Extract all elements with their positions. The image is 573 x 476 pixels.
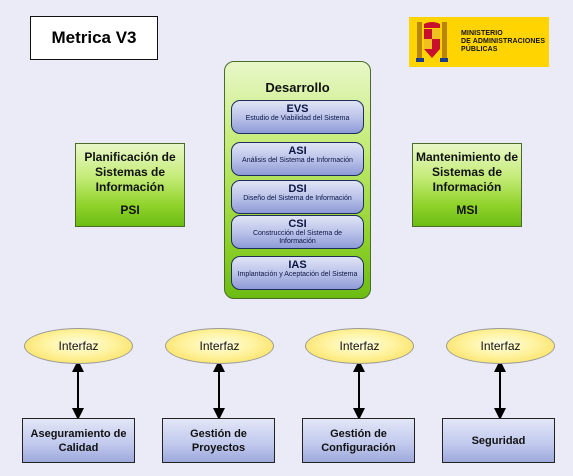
interface-security-box: Seguridad (442, 418, 555, 463)
diagram-title: Metrica V3 (30, 16, 158, 60)
process-ias: IAS Implantación y Aceptación del Sistem… (231, 256, 364, 290)
msi-abbr: MSI (456, 203, 478, 217)
interface-projects-box: Gestión de Proyectos (162, 418, 275, 463)
psi-box: Planificación de Sistemas de Información… (75, 143, 185, 227)
ministry-logo: MINISTERIO DE ADMINISTRACIONES PÚBLICAS (409, 17, 549, 67)
process-name: Estudio de Viabilidad del Sistema (245, 115, 350, 122)
process-name: Implantación y Aceptación del Sistema (237, 271, 358, 278)
desarrollo-box: Desarrollo EVS Estudio de Viabilidad del… (224, 61, 371, 299)
process-dsi: DSI Diseño del Sistema de Información (231, 180, 364, 214)
process-code: EVS (286, 103, 309, 115)
psi-abbr: PSI (120, 203, 140, 217)
process-name: Construcción del Sistema de Información (252, 230, 343, 245)
ministry-name: MINISTERIO DE ADMINISTRACIONES PÚBLICAS (461, 30, 546, 53)
process-code: IAS (288, 259, 307, 271)
process-code: CSI (288, 218, 307, 230)
interface-quality-box: Aseguramiento de Calidad (22, 418, 135, 463)
msi-title: Mantenimiento de Sistemas de Información (415, 150, 518, 194)
psi-title: Planificación de Sistemas de Información (84, 150, 176, 194)
interface-ellipse-4: Interfaz (446, 328, 555, 364)
interface-ellipse-1: Interfaz (24, 328, 133, 364)
process-name: Análisis del Sistema de Información (242, 157, 353, 164)
process-csi: CSI Construcción del Sistema de Informac… (231, 215, 364, 249)
process-code: ASI (288, 145, 307, 157)
interface-ellipse-2: Interfaz (165, 328, 274, 364)
interface-configuration-box: Gestión de Configuración (302, 418, 415, 463)
process-name: Diseño del Sistema de Información (243, 195, 352, 202)
process-evs: EVS Estudio de Viabilidad del Sistema (231, 100, 364, 134)
msi-box: Mantenimiento de Sistemas de Información… (412, 143, 522, 227)
desarrollo-title: Desarrollo (265, 80, 330, 95)
interface-ellipse-3: Interfaz (305, 328, 414, 364)
coat-of-arms-icon (415, 20, 449, 64)
process-asi: ASI Análisis del Sistema de Información (231, 142, 364, 176)
process-code: DSI (288, 183, 307, 195)
